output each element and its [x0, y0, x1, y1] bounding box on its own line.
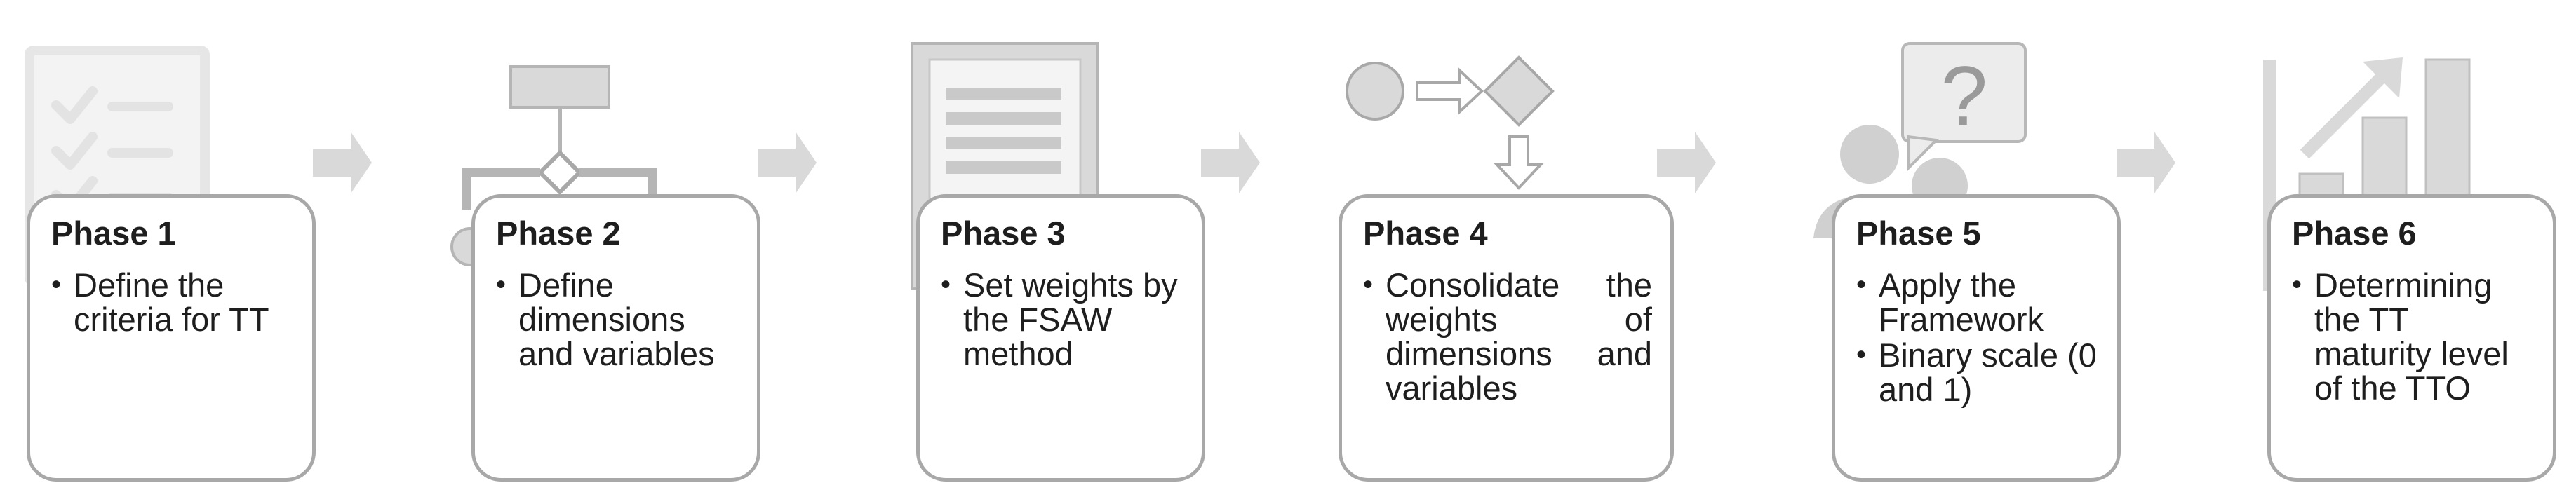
bullet-item: Determining the TT maturity level of the… [2292, 268, 2535, 405]
phase-2-card: Phase 2 Define dimensions and variables [471, 194, 760, 482]
arrow-4-5 [1657, 132, 1716, 193]
phase-5-card: Phase 5 Apply the Framework Binary scale… [1832, 194, 2121, 482]
arrow-5-6 [2117, 132, 2175, 193]
bullet-item: Define dimensions and variables [496, 268, 739, 371]
phase-bullets: Define the criteria for TT [51, 268, 294, 336]
arrow-1-2 [313, 132, 372, 193]
phase-bullets: Define dimensions and variables [496, 268, 739, 371]
phase-bullets: Consolidate the weights of dimensions an… [1363, 268, 1652, 405]
phase-title: Phase 3 [941, 214, 1066, 252]
arrow-3-4 [1201, 132, 1260, 193]
phase-6-card: Phase 6 Determining the TT maturity leve… [2267, 194, 2556, 482]
phase-4-card: Phase 4 Consolidate the weights of dimen… [1339, 194, 1674, 482]
phase-title: Phase 1 [51, 214, 176, 252]
bullet-item: Consolidate the weights of dimensions an… [1363, 268, 1652, 405]
flowchart-icon [450, 65, 657, 266]
arrow-2-3 [758, 132, 817, 193]
bullet-item: Define the criteria for TT [51, 268, 294, 336]
phase-bullets: Apply the Framework Binary scale (0 and … [1856, 268, 2099, 407]
phase-bullets: Set weights by the FSAW method [941, 268, 1183, 371]
process-flow-icon [1346, 55, 1555, 190]
svg-text:?: ? [1941, 49, 1988, 143]
phase-title: Phase 5 [1856, 214, 1981, 252]
bullet-item: Binary scale (0 and 1) [1856, 338, 2099, 407]
phase-title: Phase 4 [1363, 214, 1488, 252]
bullet-item: Apply the Framework [1856, 268, 2099, 336]
bullet-item: Set weights by the FSAW method [941, 268, 1183, 371]
phase-title: Phase 6 [2292, 214, 2417, 252]
phase-1-card: Phase 1 Define the criteria for TT [27, 194, 316, 482]
phase-3-card: Phase 3 Set weights by the FSAW method [916, 194, 1205, 482]
phase-bullets: Determining the TT maturity level of the… [2292, 268, 2535, 405]
phase-title: Phase 2 [496, 214, 621, 252]
